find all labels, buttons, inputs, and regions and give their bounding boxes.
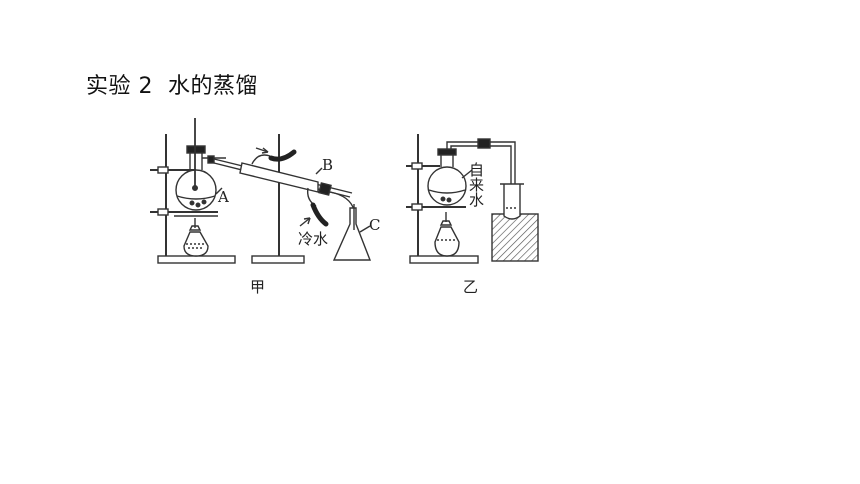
test-tube [503, 184, 521, 220]
label-c: C [369, 216, 380, 234]
label-cold-water: 冷水 [298, 230, 328, 248]
label-b: B [322, 156, 333, 174]
slide-title: 实验 2 水的蒸馏 [86, 74, 258, 99]
flask-b [427, 148, 467, 206]
alcohol-lamp-a [183, 218, 209, 257]
receiving-flask-c [332, 204, 372, 261]
apparatus-a [150, 118, 372, 264]
cold-water-bath [491, 213, 539, 262]
caption-a: 甲 [250, 278, 265, 296]
alcohol-lamp-b [434, 212, 460, 257]
stand-base-left [157, 255, 236, 264]
stand-base-right [251, 255, 305, 264]
water-hose-out [268, 149, 297, 162]
label-tap-water: 自来水 [467, 162, 485, 207]
condenser-b [207, 154, 355, 211]
distilling-flask-a [175, 118, 226, 211]
caption-b: 乙 [463, 278, 478, 296]
label-a: A [217, 188, 229, 206]
water-hose-in [310, 202, 329, 227]
apparatus-b [406, 134, 539, 264]
stand-base-b [409, 255, 479, 264]
